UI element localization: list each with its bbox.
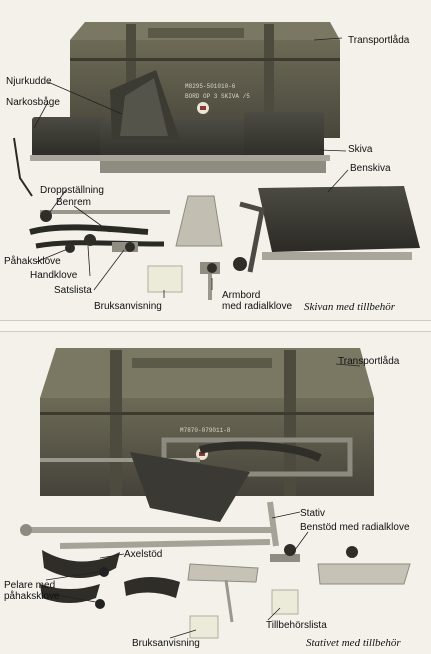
label-benskiva: Benskiva — [350, 163, 391, 174]
caption-bottom: Stativet med tillbehör — [306, 637, 401, 649]
leg-board — [233, 186, 420, 273]
label-pahaksklove: Påhaksklove — [4, 256, 61, 267]
label-bruksanvisning-top: Bruksanvisning — [94, 301, 162, 312]
bottom-photo-illustration: M7870-079011-8 — [20, 348, 411, 639]
label-stativ: Stativ — [300, 508, 326, 519]
shoulder-rests — [40, 550, 180, 609]
label-transportlada-top: Transportlåda — [348, 35, 410, 46]
label-pelare-line-1: Pelare med — [4, 580, 56, 591]
stand-frame — [20, 437, 353, 549]
label-transportlada-bottom: Transportlåda — [338, 356, 400, 367]
label-axelstod: Axelstöd — [124, 549, 163, 560]
top-photo-panel: M8295-501010-6 BORD OP 3 SKIVA /5 — [0, 0, 431, 320]
crate-stencil-bottom: M7870-079011-8 — [180, 427, 231, 434]
bottom-leader-lines — [45, 363, 361, 639]
accessory-list-paper — [271, 589, 299, 615]
anaesthesia-arch — [13, 137, 33, 197]
label-satslista: Satslista — [54, 285, 92, 296]
panel-divider — [0, 320, 431, 332]
top-photo-illustration: M8295-501010-6 BORD OP 3 SKIVA /5 — [13, 22, 420, 300]
leg-rests — [187, 544, 411, 623]
label-armbord-line-2: med radialklove — [222, 301, 293, 312]
accessories-left — [29, 210, 170, 253]
instruction-papers-bottom — [189, 615, 219, 639]
label-benstod: Benstöd med radialklove — [300, 522, 410, 533]
instruction-papers — [147, 265, 183, 293]
label-armbord-line-1: Armbord — [222, 290, 261, 301]
arm-board-paddle — [175, 195, 223, 247]
top-leader-lines — [33, 37, 349, 298]
label-pelare-line-2: påhaksklove — [4, 591, 60, 602]
label-skiva: Skiva — [348, 144, 373, 155]
crate-stencil-line-2: BORD OP 3 SKIVA /5 — [185, 93, 250, 100]
bottom-photo-panel: M7870-079011-8 — [0, 332, 431, 654]
caption-top: Skivan med tillbehör — [304, 301, 396, 313]
label-droppstallning: Droppställning — [40, 185, 104, 196]
label-tillbehorslista: Tillbehörslista — [266, 620, 327, 631]
label-narkosbage: Narkosbåge — [6, 97, 60, 108]
arm-table-clamp — [200, 262, 220, 300]
crate-stencil-line-1: M8295-501010-6 — [185, 83, 236, 90]
label-bruksanvisning-bottom: Bruksanvisning — [132, 638, 200, 649]
table-boards — [30, 70, 330, 173]
label-handklove: Handklove — [30, 270, 78, 281]
label-benrem: Benrem — [56, 197, 92, 208]
label-njurkudde: Njurkudde — [6, 76, 52, 87]
